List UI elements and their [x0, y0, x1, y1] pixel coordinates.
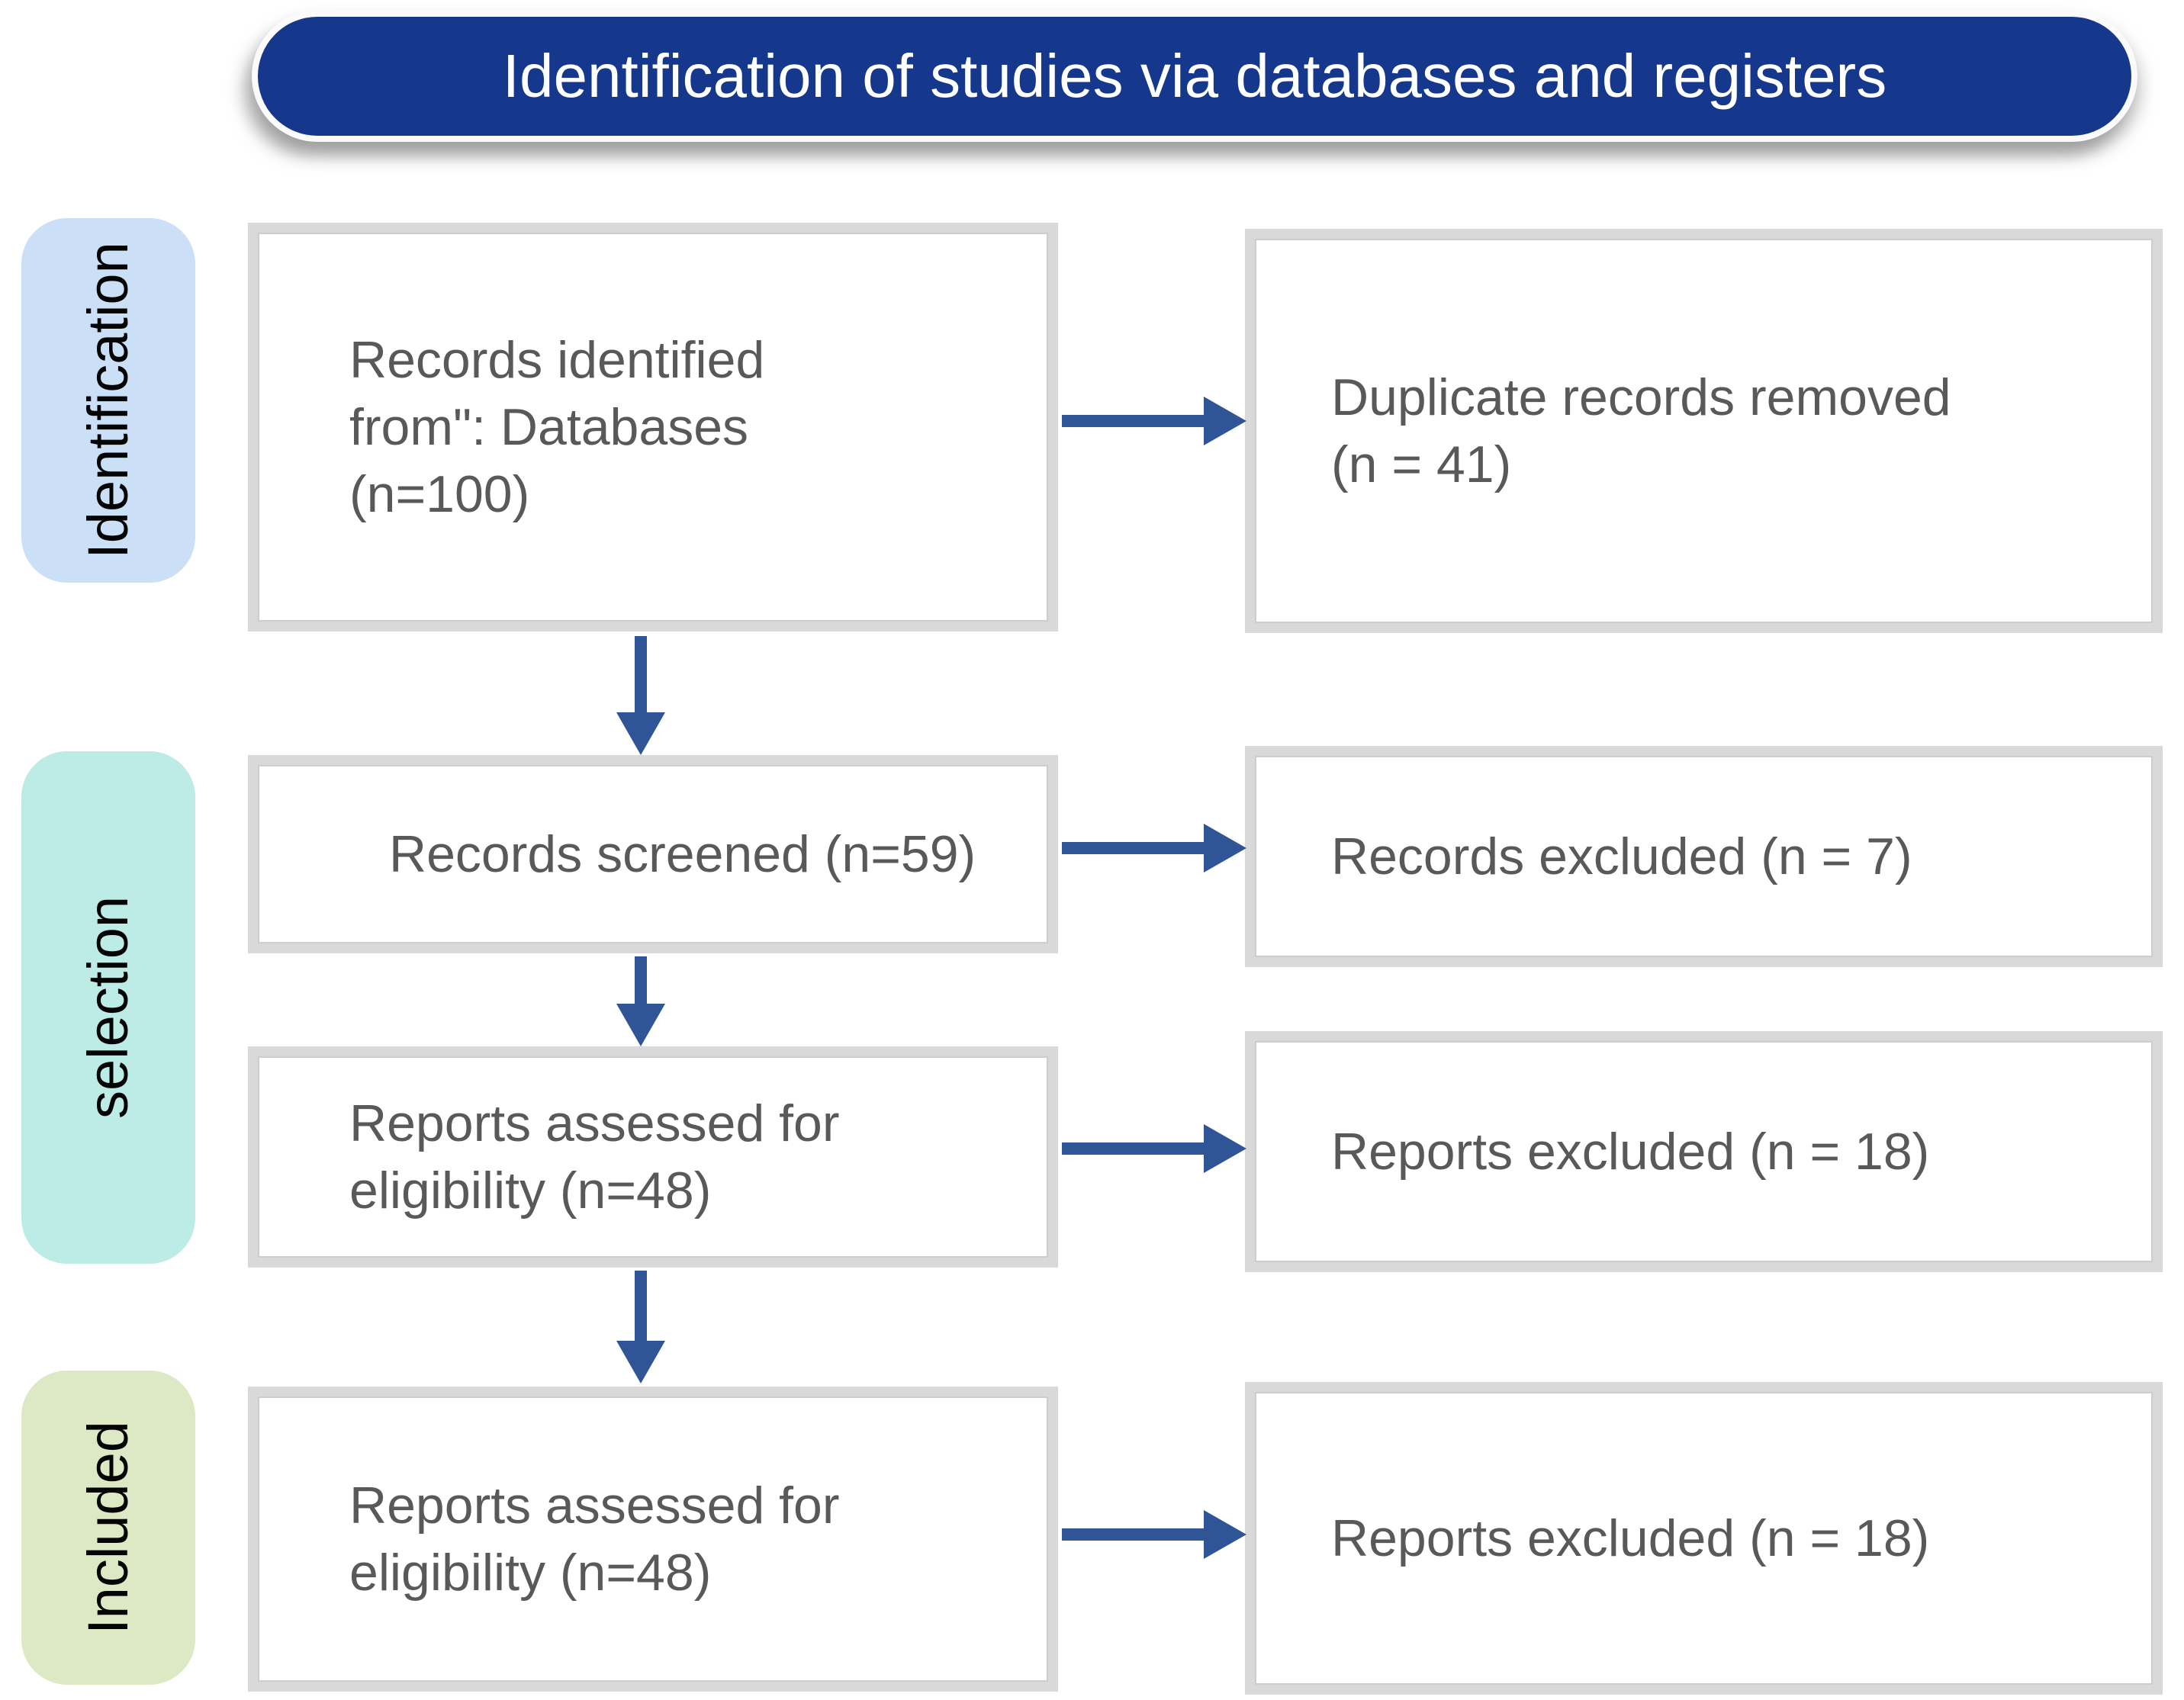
- flow-box-duplicates-removed: Duplicate records removed (n = 41): [1245, 229, 2163, 633]
- stage-label-included: Included: [21, 1371, 195, 1685]
- stage-label-selection: selection: [21, 751, 195, 1264]
- arrow-right-icon: [1062, 824, 1246, 872]
- arrow-right-icon: [1062, 1510, 1246, 1559]
- flow-box-reports-excluded: Reports excluded (n = 18): [1245, 1031, 2163, 1272]
- flow-box-reports-assessed: Reports assessed for eligibility (n=48): [248, 1046, 1058, 1268]
- box-text-line: eligibility (n=48): [349, 1544, 712, 1602]
- arrow-right-icon: [1062, 397, 1246, 445]
- box-text-line: Reports excluded (n = 18): [1331, 1509, 1930, 1567]
- box-text-line: Records identified: [349, 331, 765, 389]
- stage-label-selection-text: selection: [76, 895, 140, 1120]
- box-text-line: eligibility (n=48): [349, 1162, 712, 1220]
- flow-box-reports-assessed-included: Reports assessed for eligibility (n=48): [248, 1387, 1058, 1692]
- box-text-line: Reports excluded (n = 18): [1331, 1123, 1930, 1181]
- box-text-line: Records excluded (n = 7): [1331, 828, 1912, 885]
- flow-box-records-screened: Records screened (n=59): [248, 755, 1058, 953]
- box-text-line: (n=100): [349, 465, 530, 523]
- title-banner: Identification of studies via databases …: [252, 11, 2137, 142]
- flow-box-reports-excluded-2: Reports excluded (n = 18): [1245, 1382, 2163, 1695]
- arrow-down-icon: [616, 636, 665, 755]
- box-text-line: Reports assessed for: [349, 1477, 840, 1534]
- box-text-line: Duplicate records removed: [1331, 368, 1951, 426]
- arrow-right-icon: [1062, 1124, 1246, 1173]
- box-text-line: Records screened (n=59): [389, 825, 976, 883]
- flow-box-records-identified: Records identified from": Databases (n=1…: [248, 223, 1058, 631]
- box-text-line: from": Databases: [349, 398, 749, 456]
- flow-box-records-excluded: Records excluded (n = 7): [1245, 746, 2163, 967]
- arrow-down-icon: [616, 1271, 665, 1383]
- stage-label-identification-text: Identification: [76, 242, 140, 559]
- arrow-down-icon: [616, 956, 665, 1046]
- box-text-line: (n = 41): [1331, 435, 1512, 493]
- stage-label-included-text: Included: [76, 1421, 140, 1634]
- box-text-line: Reports assessed for: [349, 1094, 840, 1152]
- stage-label-identification: Identification: [21, 218, 195, 583]
- diagram-title: Identification of studies via databases …: [502, 42, 1887, 110]
